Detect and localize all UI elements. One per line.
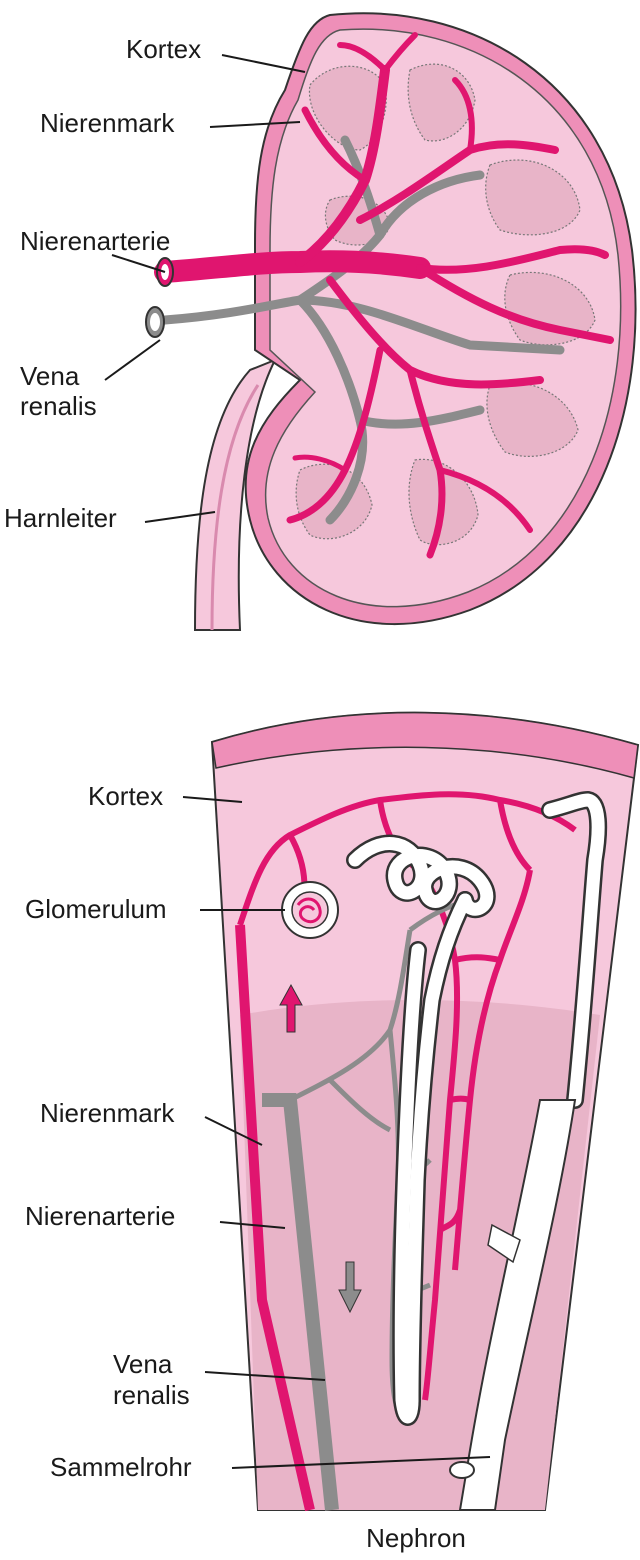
kidney-leader-lines	[104, 54, 306, 523]
nephron-tubule-fill	[348, 793, 605, 1424]
caption-nephron: Nephron	[366, 1523, 466, 1553]
label-vena-line2: renalis	[20, 391, 97, 421]
label-nierenmark: Nierenmark	[40, 108, 175, 138]
label-nephron-vena-line2: renalis	[113, 1380, 190, 1410]
label-nephron-nierenmark: Nierenmark	[40, 1098, 175, 1128]
label-vena-line1: Vena	[20, 361, 80, 391]
label-kortex: Kortex	[126, 34, 201, 64]
nephron-leader-lines	[182, 796, 491, 1469]
label-sammelrohr: Sammelrohr	[50, 1452, 192, 1482]
collecting-duct-opening	[449, 1461, 475, 1479]
arrow-up-icon	[279, 983, 303, 1033]
hilum-vessel-openings	[145, 257, 174, 338]
glomerulus	[281, 881, 339, 939]
arrow-down-icon	[338, 1261, 362, 1314]
collecting-duct	[458, 1099, 577, 1511]
nephron-section: Kortex Glomerulum Nierenmark Nierenarter…	[25, 711, 640, 1553]
label-nierenarterie: Nierenarterie	[20, 226, 170, 256]
nephron-artery	[235, 924, 315, 1512]
nephron-capsule-band	[211, 711, 639, 779]
label-nephron-nierenarterie: Nierenarterie	[25, 1201, 175, 1231]
label-glomerulum: Glomerulum	[25, 894, 167, 924]
label-harnleiter: Harnleiter	[4, 503, 117, 533]
renal-arteries	[154, 32, 614, 559]
label-nephron-kortex: Kortex	[88, 781, 163, 811]
kidney-section: Kortex Nierenmark Nierenarterie Vena ren…	[4, 12, 637, 631]
label-nephron-vena-line1: Vena	[113, 1349, 173, 1379]
